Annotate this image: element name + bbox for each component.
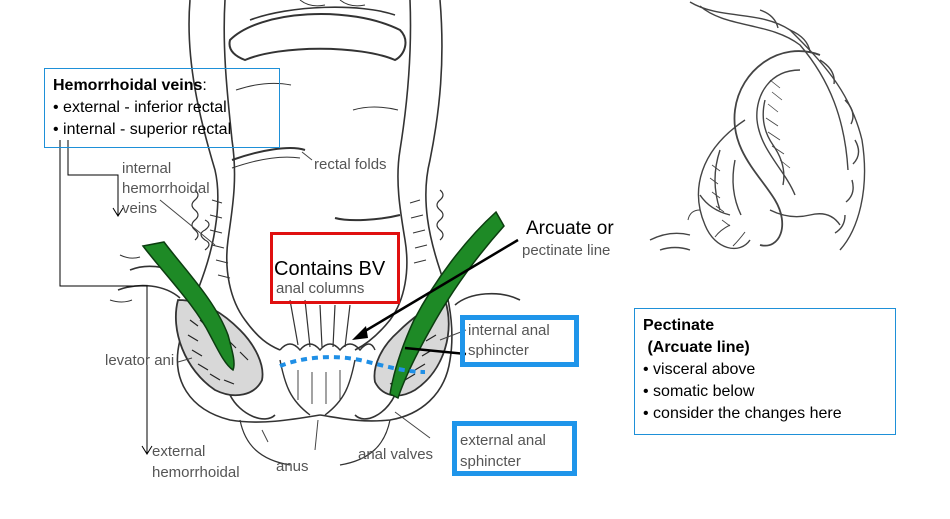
internal-anal-sphincter-box [460,315,579,367]
internal-hemorrhoidal-label-1: internal [122,160,172,177]
pectinate-title: Pectinate [643,317,715,334]
pectinate-item-changes: • consider the changes here [643,405,842,422]
anal-valves-label: anal valves [358,446,434,463]
external-hemorrhoidal-label-2: hemorrhoidal [152,464,240,481]
external-anal-sphincter-box [452,421,577,476]
rectal-folds-label: rectal folds [314,156,387,173]
internal-hemorrhoidal-label-2: hemorrhoidal [122,180,210,197]
hemorrhoidal-item-external: • external - inferior rectal [53,99,227,116]
muscle-strip-left [141,241,235,372]
arcuate-arrow [359,238,519,336]
pectinate-item-somatic: • somatic below [643,383,755,400]
arcuate-or-label: Arcuate or [526,218,614,239]
hemorrhoidal-item-internal: • internal - superior rectal [53,121,232,138]
internal-hemorrhoidal-label-3: veins [122,200,158,217]
external-hemorrhoidal-label-1: external [152,443,206,460]
pectinate-item-visceral: • visceral above [643,361,756,378]
anal-columns-label: anal columns [276,280,365,297]
hemorrhoidal-title-colon: : [202,77,207,94]
pectinate-subtitle: (Arcuate line) [643,339,750,356]
internal-sphincter-label: sphincter [468,342,529,359]
anus-label: anus [276,458,309,475]
contains-bv-label: Contains BV [274,258,386,280]
internal-anal-label: internal anal [468,322,550,339]
pectinate-box: Pectinate (Arcuate line) • visceral abov… [634,308,896,435]
pectinate-dotted-line [279,355,426,374]
external-anal-label: external anal [460,432,546,449]
hemorrhoidal-connectors [59,140,153,455]
levator-ani-label: levator ani [105,352,175,369]
external-sphincter-label: sphincter [460,453,521,470]
pectinate-line-label: pectinate line [522,242,611,259]
muscle-strip-right [389,210,505,400]
hemorrhoidal-veins-box: Hemorrhoidal veins: • external - inferio… [44,68,280,148]
sphincter-pointer-line [404,346,467,356]
contains-bv-box [270,232,400,304]
hemorrhoidal-veins-title: Hemorrhoidal veins [53,77,203,94]
sagittal-illustration [640,0,888,278]
